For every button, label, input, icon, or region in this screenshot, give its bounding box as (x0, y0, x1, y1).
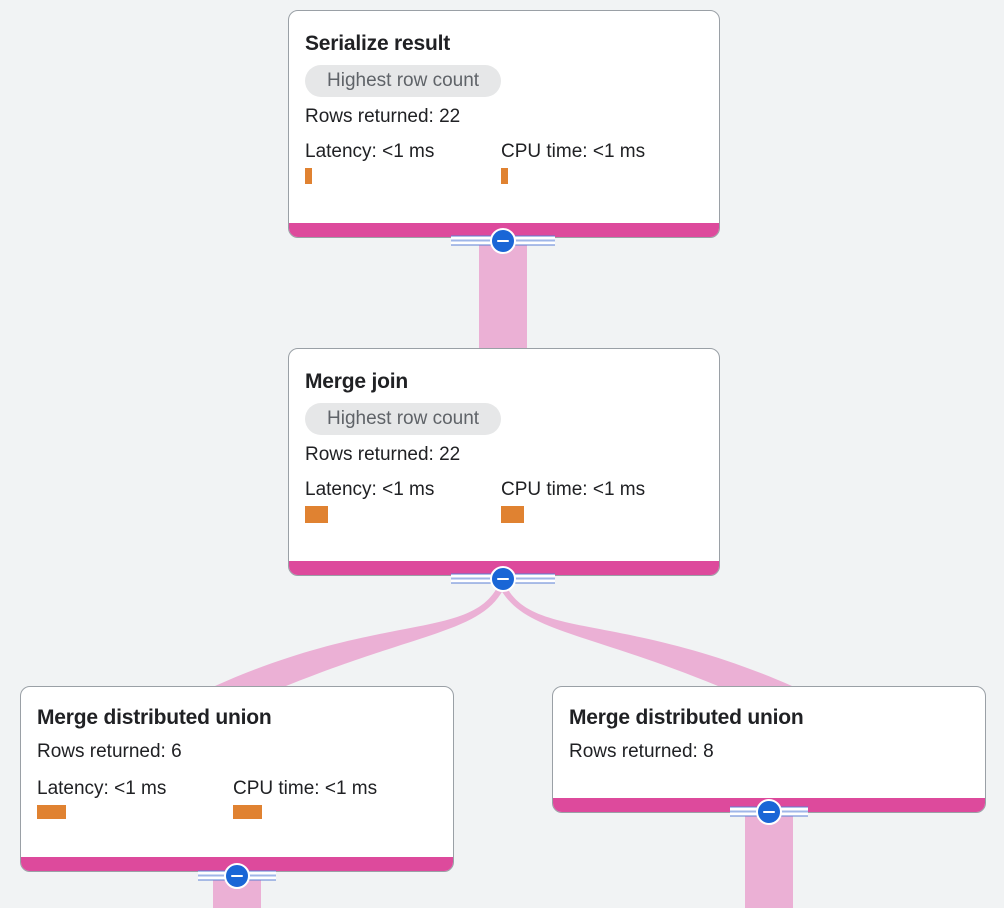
metric-cpu-time: CPU time: <1 ms (233, 777, 377, 819)
metric-latency-bar (305, 168, 312, 184)
node-title: Merge join (305, 370, 409, 393)
metric-cpu-time-bar (501, 506, 524, 523)
rows-returned-label: Rows returned: 22 (305, 106, 461, 127)
collapse-toggle-serialize-result[interactable] (451, 228, 555, 254)
metric-cpu-time-label: CPU time: <1 ms (501, 479, 646, 500)
metrics-row: Latency: <1 ms CPU time: <1 ms (37, 777, 437, 819)
edge-serialize-to-merge-join (479, 238, 527, 348)
rows-returned-label: Rows returned: 6 (37, 741, 182, 762)
collapse-toggle-merge-join[interactable] (451, 566, 555, 592)
edge-union-right-to-child (745, 813, 793, 908)
minus-circle-icon (756, 799, 782, 825)
metric-cpu-time-label: CPU time: <1 ms (233, 778, 378, 799)
minus-circle-icon (490, 228, 516, 254)
node-serialize-result[interactable]: Serialize result Highest row count Rows … (288, 10, 720, 238)
rows-returned-label: Rows returned: 22 (305, 444, 461, 465)
highest-row-count-badge: Highest row count (305, 403, 502, 435)
metric-latency: Latency: <1 ms (37, 777, 233, 819)
rows-returned-label: Rows returned: 8 (569, 741, 714, 762)
node-merge-distributed-union-left[interactable]: Merge distributed union Rows returned: 6… (20, 686, 454, 872)
node-body: Merge join Highest row count Rows return… (289, 349, 719, 561)
node-title: Merge distributed union (569, 706, 804, 729)
node-merge-join[interactable]: Merge join Highest row count Rows return… (288, 348, 720, 576)
metric-cpu-time-label: CPU time: <1 ms (501, 141, 646, 162)
metric-latency-label: Latency: <1 ms (305, 141, 435, 162)
collapse-toggle-union-left[interactable] (198, 863, 276, 889)
minus-glyph (497, 577, 509, 581)
minus-circle-icon (490, 566, 516, 592)
metric-cpu-time: CPU time: <1 ms (501, 478, 645, 523)
metrics-row: Latency: <1 ms CPU time: <1 ms (305, 478, 703, 523)
node-body: Merge distributed union Rows returned: 6… (21, 687, 453, 857)
metric-latency-bar (37, 805, 66, 819)
metric-latency-label: Latency: <1 ms (37, 778, 167, 799)
node-title: Serialize result (305, 32, 451, 55)
edge-merge-join-to-union-right (501, 586, 792, 686)
node-title: Merge distributed union (37, 706, 272, 729)
metric-latency: Latency: <1 ms (305, 140, 501, 184)
minus-glyph (763, 810, 775, 814)
metrics-row: Latency: <1 ms CPU time: <1 ms (305, 140, 703, 184)
minus-glyph (231, 874, 243, 878)
node-body: Merge distributed union Rows returned: 8 (553, 687, 985, 798)
minus-circle-icon (224, 863, 250, 889)
highest-row-count-badge: Highest row count (305, 65, 502, 97)
node-body: Serialize result Highest row count Rows … (289, 11, 719, 223)
node-merge-distributed-union-right[interactable]: Merge distributed union Rows returned: 8 (552, 686, 986, 813)
metric-latency-bar (305, 506, 328, 523)
metric-cpu-time-bar (233, 805, 262, 819)
metric-cpu-time: CPU time: <1 ms (501, 140, 645, 184)
metric-latency: Latency: <1 ms (305, 478, 501, 523)
edge-merge-join-to-union-left (215, 586, 503, 686)
metric-latency-label: Latency: <1 ms (305, 479, 435, 500)
metric-cpu-time-bar (501, 168, 508, 184)
minus-glyph (497, 239, 509, 243)
collapse-toggle-union-right[interactable] (730, 799, 808, 825)
